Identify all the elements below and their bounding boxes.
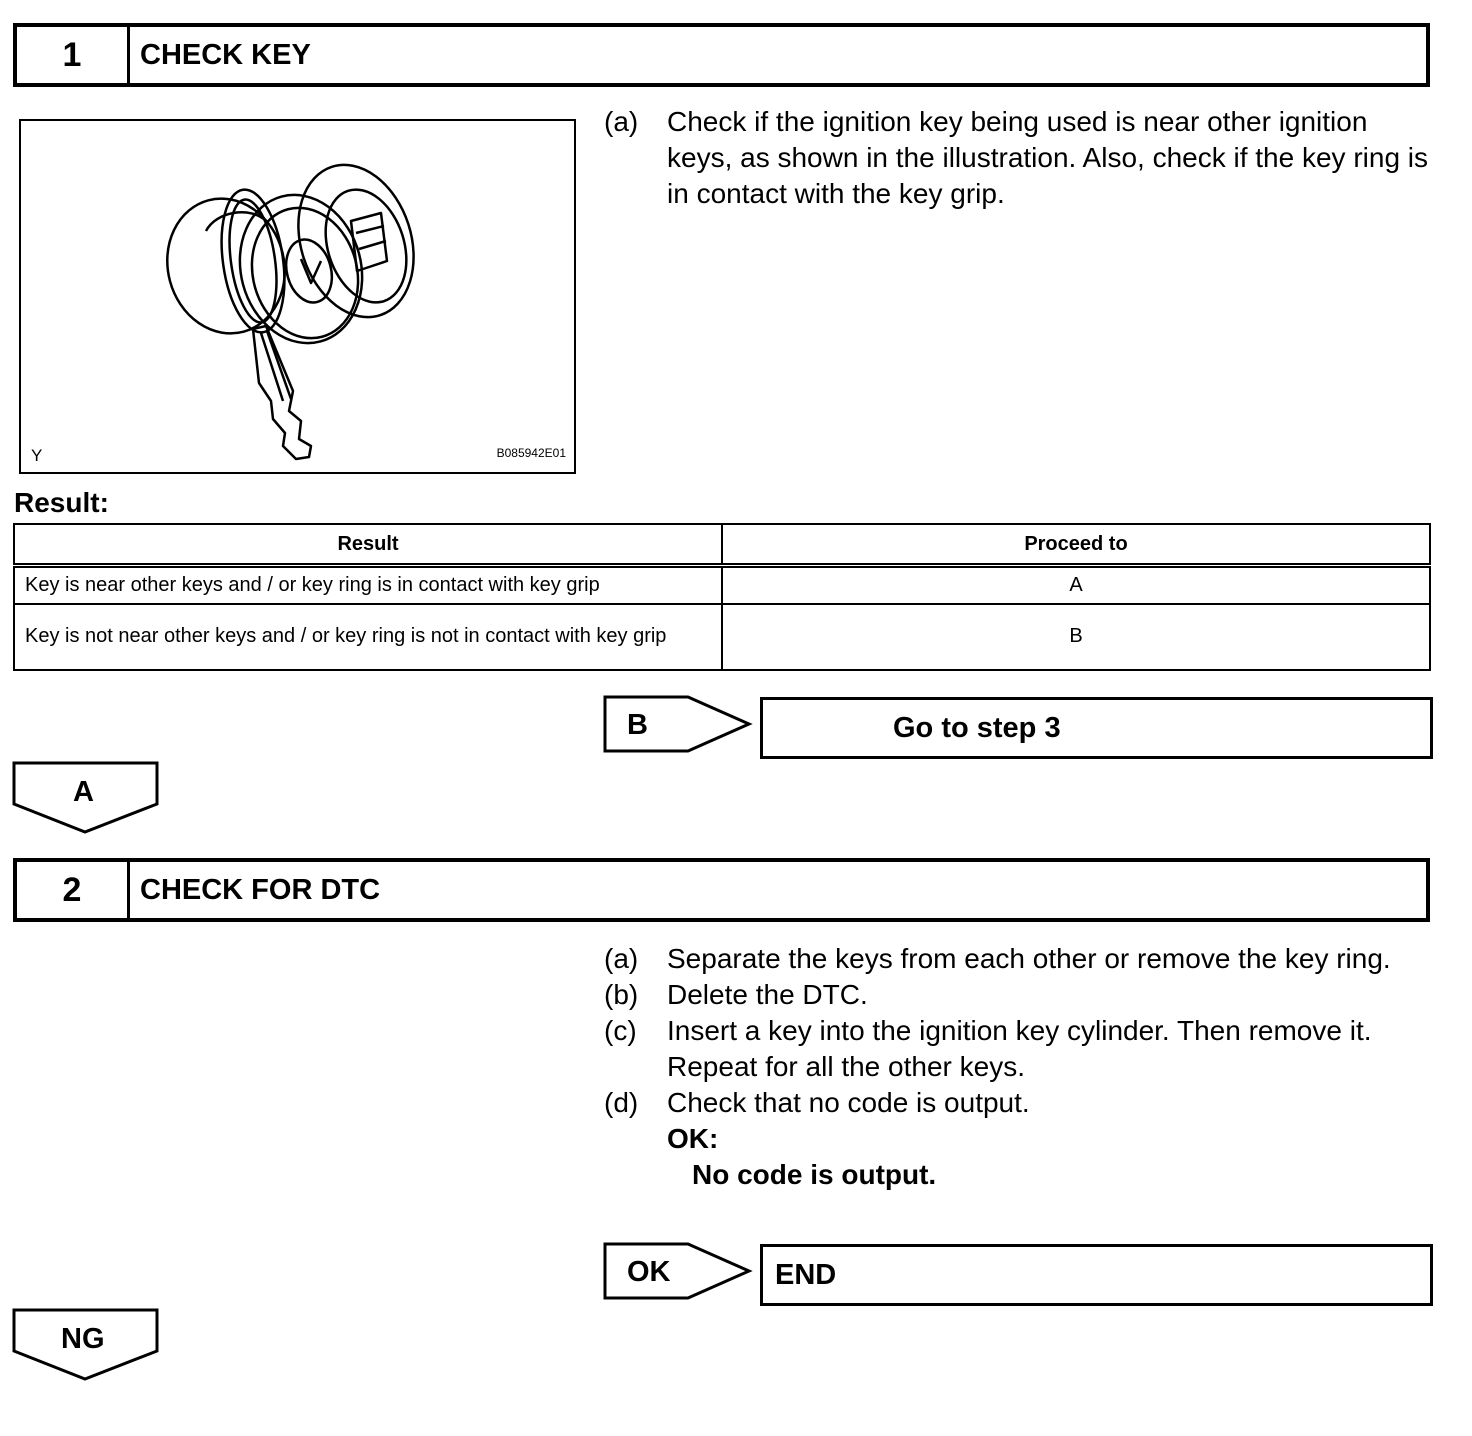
- illustration-code: B085942E01: [496, 446, 566, 460]
- step-2-title: CHECK FOR DTC: [140, 873, 381, 906]
- instruction-mark: (a): [604, 943, 639, 974]
- instruction-text: Delete the DTC.: [667, 979, 868, 1010]
- branch-ng-arrow-icon: [12, 1308, 159, 1381]
- end-box[interactable]: END: [760, 1244, 1433, 1306]
- go-to-step-3-text: Go to step 3: [893, 711, 1061, 744]
- table-row: Key is near other keys and / or key ring…: [13, 564, 1431, 605]
- column-header-proceed: Proceed to: [721, 523, 1431, 567]
- illustration-corner-letter: Y: [31, 446, 43, 465]
- ok-criteria-label: OK:: [667, 1123, 719, 1154]
- step-2-number: 2: [17, 862, 130, 918]
- result-table: Result Proceed to Key is near other keys…: [13, 523, 1431, 671]
- instruction-text: Insert a key into the ignition key cylin…: [667, 1015, 1372, 1082]
- branch-ng-label: NG: [61, 1323, 105, 1355]
- instruction-item: (d) Check that no code is output.: [604, 1085, 1434, 1121]
- instruction-item: (b) Delete the DTC.: [604, 977, 1434, 1013]
- branch-b-label: B: [627, 709, 648, 741]
- branch-a-arrow-icon: [12, 761, 159, 834]
- step-1-title: CHECK KEY: [140, 38, 311, 71]
- result-cell: Key is near other keys and / or key ring…: [13, 564, 723, 605]
- go-to-step-3-box[interactable]: Go to step 3: [760, 697, 1433, 759]
- step-2-header: 2 CHECK FOR DTC: [13, 858, 1430, 922]
- table-header-row: Result Proceed to: [13, 523, 1431, 567]
- key-drawing: [166, 163, 415, 461]
- end-text: END: [775, 1258, 837, 1291]
- table-row: Key is not near other keys and / or key …: [13, 602, 1431, 671]
- instruction-item: (a) Check if the ignition key being used…: [604, 104, 1434, 212]
- proceed-cell: A: [721, 564, 1431, 605]
- step-1-instructions: (a) Check if the ignition key being used…: [604, 104, 1434, 212]
- step-2-instructions: (a) Separate the keys from each other or…: [604, 941, 1434, 1193]
- proceed-cell: B: [721, 602, 1431, 671]
- instruction-mark: (b): [604, 979, 639, 1010]
- branch-ok-arrow-icon: [603, 1242, 753, 1300]
- instruction-mark: (d): [604, 1087, 639, 1118]
- instruction-text: Check if the ignition key being used is …: [667, 106, 1429, 209]
- instruction-item: (c) Insert a key into the ignition key c…: [604, 1013, 1434, 1085]
- column-header-result: Result: [13, 523, 723, 567]
- instruction-mark: (a): [604, 106, 639, 137]
- result-cell: Key is not near other keys and / or key …: [13, 602, 723, 671]
- instruction-text: Check that no code is output.: [667, 1087, 1030, 1118]
- branch-ok-label: OK: [627, 1256, 671, 1288]
- step-1-header: 1 CHECK KEY: [13, 23, 1430, 87]
- branch-b-arrow-icon: [603, 695, 753, 753]
- instruction-text: Separate the keys from each other or rem…: [667, 943, 1391, 974]
- key-illustration: Y B085942E01: [19, 119, 576, 474]
- branch-a-label: A: [73, 776, 94, 808]
- step-1-number: 1: [17, 27, 130, 83]
- result-heading: Result:: [14, 487, 109, 518]
- ok-criteria-text: No code is output.: [692, 1159, 937, 1190]
- instruction-mark: (c): [604, 1015, 637, 1046]
- instruction-item: (a) Separate the keys from each other or…: [604, 941, 1434, 977]
